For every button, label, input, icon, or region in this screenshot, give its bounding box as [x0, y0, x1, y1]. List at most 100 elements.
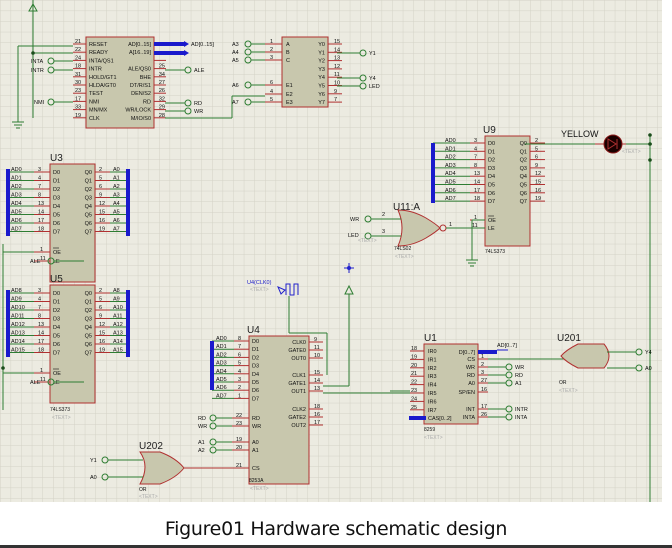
led-terminal[interactable]: LED	[337, 82, 380, 90]
pin-name: IR7	[428, 408, 437, 414]
pin-name: GATE2	[288, 415, 306, 421]
pin-name: Q0	[520, 141, 527, 147]
nor-gate-u11a[interactable]: 1 2 3 WR LED U11:A 74LS02 <TEXT> <TEXT>	[348, 202, 485, 267]
pin-number: 3	[38, 167, 41, 173]
rd-terminal[interactable]: RD	[165, 99, 202, 107]
chip-ref: U5	[50, 274, 63, 285]
or-gate-u202[interactable]: U202 OR <TEXT> Y1 A0	[90, 441, 249, 500]
pin-name: D1	[488, 149, 495, 155]
pin-number: 9	[334, 89, 337, 95]
input-net: AD1	[216, 344, 227, 350]
wr-terminal[interactable]: WR	[165, 107, 203, 115]
pin-name: Q2	[520, 158, 527, 164]
clk0-probe[interactable]: U4(CLK0) <TEXT>	[247, 280, 328, 375]
pin-number: 17	[481, 404, 487, 410]
pin-number: 9	[99, 314, 102, 320]
pin-name: Q7	[520, 199, 527, 205]
u4-wr-terminal[interactable]: WR	[198, 422, 232, 430]
ale-terminal[interactable]: ALE	[30, 378, 84, 386]
u1-wr-terminal[interactable]: WR	[488, 363, 524, 371]
chip-ref: U9	[483, 125, 496, 136]
pin-number: 16	[535, 188, 541, 194]
pin-name: Y1	[318, 50, 325, 56]
u201-a0-terminal[interactable]: A0	[607, 364, 652, 372]
pin-number: 5	[535, 146, 538, 152]
pin-number: 7	[474, 155, 477, 161]
svg-text:Y4: Y4	[645, 350, 652, 356]
latch-u3[interactable]: U374LS373<TEXT>AD03D0Q02A0AD14D1Q15A1AD2…	[3, 153, 130, 300]
chip-part: 74LS373	[50, 407, 70, 413]
svg-text:<TEXT>: <TEXT>	[250, 486, 269, 492]
u1-intr-terminal[interactable]: INTR	[488, 405, 528, 413]
decoder-input-terminal[interactable]: A7	[232, 98, 265, 106]
decoder-input-terminal[interactable]: A3	[232, 40, 265, 48]
ale-terminal[interactable]: ALE	[30, 257, 84, 265]
svg-text:<TEXT>: <TEXT>	[358, 238, 377, 244]
pin-name: D7	[53, 351, 60, 357]
pin-number: 14	[474, 180, 480, 186]
pin-number: 11	[472, 223, 478, 229]
pin-name: D7	[252, 396, 259, 402]
input-net: AD10	[11, 305, 25, 311]
pin-number: 7	[238, 344, 241, 350]
or-gate-u201[interactable]: U201 OR <TEXT> Y4 A0	[557, 333, 652, 394]
u1-rd-terminal[interactable]: RD	[488, 371, 523, 379]
output-net: A11	[113, 314, 122, 320]
nmi-terminal[interactable]: NMI	[34, 98, 73, 106]
svg-text:A0: A0	[645, 366, 652, 372]
decoder-input-terminal[interactable]: A5	[232, 56, 265, 64]
pin-number: 5	[99, 176, 102, 182]
inta-terminal[interactable]: INTA	[31, 57, 73, 65]
pin-name: OE	[53, 250, 61, 256]
pin-name: IR2	[428, 366, 437, 372]
pin-name: Y4	[318, 75, 325, 81]
u4-rd-terminal[interactable]: RD	[198, 414, 232, 422]
u1-inta-terminal[interactable]: INTA	[488, 413, 527, 421]
pin-number: 19	[411, 354, 417, 360]
decoder-input-terminal[interactable]: A4	[232, 48, 265, 56]
svg-text:8259: 8259	[424, 427, 435, 433]
pin-number: 34	[159, 72, 165, 78]
u4-body	[248, 335, 310, 485]
y4-terminal[interactable]: Y4	[337, 74, 376, 82]
u9-body	[484, 135, 531, 247]
pin-name: Y2	[318, 59, 325, 65]
pin-name: E2	[286, 92, 293, 98]
pin-name: D0	[252, 339, 259, 345]
input-net: AD4	[11, 201, 22, 207]
decoder-input-terminal[interactable]: A6	[232, 81, 265, 89]
y1-terminal[interactable]: Y1	[337, 49, 376, 57]
pin-number: 18	[38, 348, 44, 354]
pin-name: LE	[53, 259, 60, 265]
pin-name: Y6	[318, 92, 325, 98]
u4-a2-terminal[interactable]: A2	[198, 446, 232, 454]
nor-led-terminal[interactable]: LED	[348, 232, 401, 240]
ale-terminal[interactable]: ALE	[165, 66, 205, 74]
terminal-label: WR	[198, 424, 207, 430]
pin-number: 24	[411, 396, 417, 402]
pin-name: Q6	[520, 191, 527, 197]
u201-y4-terminal[interactable]: Y4	[607, 348, 652, 356]
input-net: AD3	[445, 163, 456, 169]
u202-y1-terminal[interactable]: Y1	[90, 456, 143, 464]
power-arrow-icon	[28, 2, 38, 12]
pin-number: 20	[411, 363, 417, 369]
pin-name: INTR	[89, 67, 102, 73]
u4-a1-terminal[interactable]: A1	[198, 438, 232, 446]
intr-terminal[interactable]: INTR	[31, 66, 73, 74]
u1-a1-terminal[interactable]: A1	[488, 379, 522, 387]
u202-a0-terminal[interactable]: A0	[90, 473, 143, 481]
yellow-led[interactable]: YELLOW <TEXT>	[525, 129, 652, 502]
nor-wr-terminal[interactable]: WR	[350, 215, 401, 223]
pin-name: D3	[53, 196, 60, 202]
pin-number: 18	[75, 64, 81, 70]
svg-text:Y4: Y4	[369, 76, 376, 82]
pin-name: D5	[488, 183, 495, 189]
